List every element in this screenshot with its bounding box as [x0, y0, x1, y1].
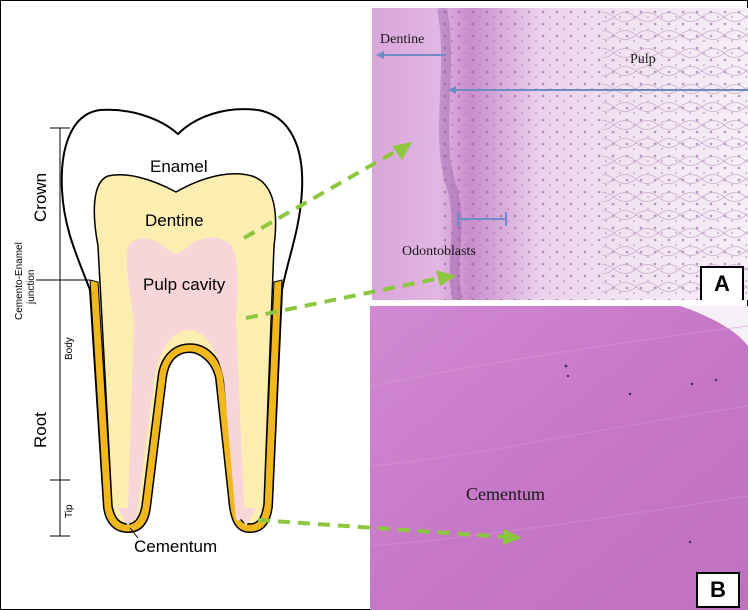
body-label: Body	[64, 337, 75, 360]
panel-a-dentine-label: Dentine	[380, 32, 424, 48]
panel-a-pulp-label: Pulp	[630, 52, 656, 68]
panel-b-badge: B	[696, 572, 740, 608]
pulp-cavity-label: Pulp cavity	[143, 275, 226, 294]
panel-a-odontoblasts-label: Odontoblasts	[402, 244, 476, 260]
panel-b-cementum-label: Cementum	[466, 484, 545, 505]
cej-label-line1: Cemento-Enamel	[14, 242, 25, 320]
histology-panel-b: Cementum B	[370, 306, 748, 610]
dentine-label: Dentine	[145, 211, 204, 230]
crown-label: Crown	[31, 173, 50, 222]
root-label: Root	[31, 412, 50, 448]
enamel-label: Enamel	[150, 157, 208, 176]
panel-a-badge: A	[700, 266, 744, 300]
tip-label: Tip	[64, 504, 75, 518]
cej-label-line2: junction	[26, 270, 37, 305]
tooth-diagram: Enamel Dentine Pulp cavity Cementum Crow…	[0, 0, 372, 610]
cementum-label: Cementum	[134, 537, 217, 556]
histology-panel-a: Dentine Pulp Odontoblasts A	[372, 8, 748, 300]
panel-b-texture	[370, 306, 748, 610]
